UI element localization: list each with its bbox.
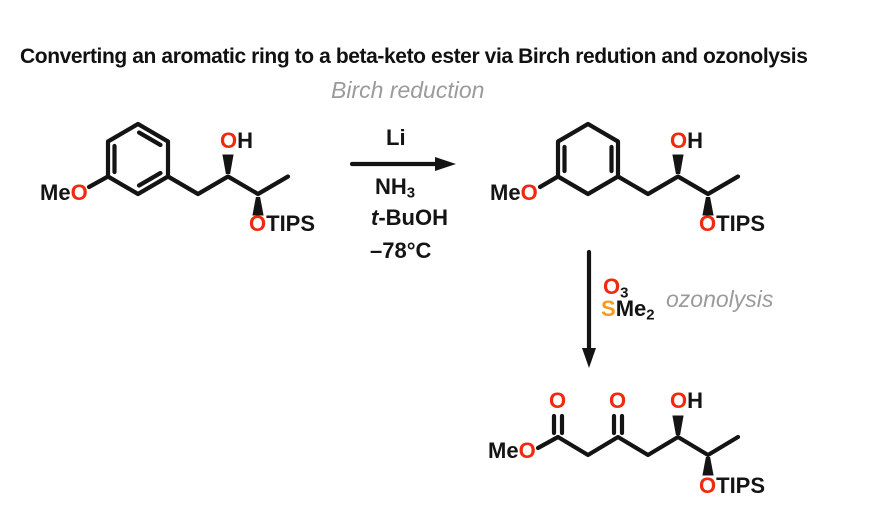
otips-o: O — [699, 473, 717, 498]
structure2-oh-label: OH — [670, 130, 703, 152]
molecule-birch-diene-product — [537, 121, 741, 216]
methoxy-bond — [535, 434, 561, 451]
wedge-bond-otips — [702, 197, 714, 216]
dms-s: S — [601, 296, 616, 321]
page-title: Converting an aromatic ring to a beta-ke… — [20, 45, 808, 68]
structure2-otips-label: OTIPS — [699, 213, 765, 235]
meo-me: Me — [488, 438, 519, 463]
reaction-arrow-right — [349, 157, 456, 171]
meo-me: Me — [490, 180, 521, 205]
side-chain — [165, 174, 291, 197]
structure1-meo-label: MeO — [40, 182, 88, 204]
arrow-head — [435, 157, 456, 171]
structure3-oh-label: OH — [670, 390, 703, 412]
meo-o: O — [518, 438, 536, 463]
oh-h: H — [687, 128, 704, 153]
birch-reduction-label: Birch reduction — [331, 77, 485, 103]
otips-o: O — [699, 211, 717, 236]
carbonyl-o: O — [549, 388, 567, 413]
structure2-meo-label: MeO — [490, 182, 538, 204]
arrow-head — [582, 348, 596, 368]
ozone-subscript: 3 — [620, 284, 629, 302]
molecule-aromatic-starting-material — [86, 121, 291, 216]
wedge-bond-otips — [702, 457, 714, 476]
structure3-ketone-oxygen-label: O — [609, 390, 626, 412]
meo-me: Me — [40, 180, 71, 205]
reagent-ozone: O3 — [603, 276, 628, 301]
wedge-bond-otips — [252, 197, 264, 216]
ammonia-subscript: 3 — [406, 184, 416, 202]
carbonyl-o: O — [609, 388, 627, 413]
dms-me: Me — [615, 296, 647, 321]
tbuoh-italic-t: t — [371, 205, 379, 230]
methoxy-bond — [537, 174, 561, 190]
temperature-text: –78°C — [370, 238, 432, 263]
reagent-ammonia: NH3 — [375, 176, 415, 201]
aromatic-double-bond-1 — [136, 130, 163, 148]
structure3-otips-label: OTIPS — [699, 475, 765, 497]
reagent-tbuoh: t-BuOH — [371, 207, 448, 229]
reagent-lithium: Li — [386, 127, 406, 149]
structure3-ester-oxygen-label: O — [549, 390, 566, 412]
otips-o: O — [249, 211, 267, 236]
wedge-bond-oh — [222, 154, 234, 174]
meo-o: O — [70, 180, 88, 205]
reaction-arrow-down — [582, 249, 596, 368]
otips-tips: TIPS — [266, 211, 316, 236]
reagent-dimethyl-sulfide: SMe2 — [601, 298, 655, 323]
reaction-temperature: –78°C — [370, 240, 431, 262]
methoxy-bond — [86, 174, 111, 190]
structure3-meo-label: MeO — [488, 440, 536, 462]
side-chain — [615, 174, 741, 197]
oh-o: O — [670, 128, 688, 153]
ammonia-base: NH — [375, 174, 407, 199]
aromatic-double-bond-2 — [136, 170, 163, 188]
ozone-o: O — [603, 274, 621, 299]
benzene-ring — [105, 121, 171, 197]
wedge-bond-oh — [672, 154, 684, 174]
oh-o: O — [670, 388, 688, 413]
oh-o: O — [220, 128, 238, 153]
structure1-oh-label: OH — [220, 130, 253, 152]
molecule-beta-keto-ester-product — [535, 413, 741, 476]
oh-h: H — [687, 388, 704, 413]
wedge-bond-oh — [672, 415, 684, 435]
dms-subscript: 2 — [646, 306, 655, 324]
cyclohexadiene-ring — [555, 121, 621, 197]
main-chain — [555, 434, 741, 458]
oh-h: H — [237, 128, 254, 153]
structure1-otips-label: OTIPS — [249, 213, 315, 235]
lithium-text: Li — [386, 125, 406, 150]
meo-o: O — [520, 180, 538, 205]
ozonolysis-label: ozonolysis — [666, 286, 774, 312]
otips-tips: TIPS — [716, 473, 766, 498]
tbuoh-rest: -BuOH — [378, 205, 448, 230]
otips-tips: TIPS — [716, 211, 766, 236]
